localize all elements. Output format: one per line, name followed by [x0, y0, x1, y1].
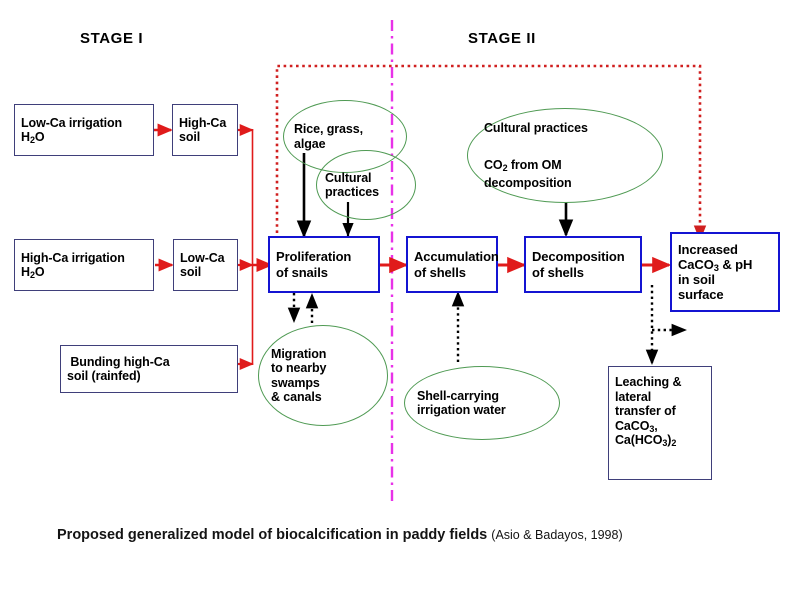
ellipse-cultural-practices-label: Cultural practices [325, 170, 379, 200]
box-high-ca-soil-label: High-Ca soil [179, 115, 227, 145]
box-high-ca-irrigation[interactable]: High-Ca irrigation H2O [14, 239, 154, 291]
box-high-ca-soil[interactable]: High-Ca soil [172, 104, 238, 156]
box-low-ca-irrigation[interactable]: Low-Ca irrigation H2O [14, 104, 154, 156]
box-leaching[interactable]: Leaching & lateral transfer of CaCO3, Ca… [608, 366, 712, 480]
box-bunding[interactable]: Bunding high-Ca soil (rainfed) [60, 345, 238, 393]
box-increased-caco3[interactable]: Increased CaCO3 & pH in soil surface [670, 232, 780, 312]
box-bunding-label: Bunding high-Ca soil (rainfed) [67, 354, 170, 384]
ellipse-cultural-co2-label: Cultural practices CO2 from OM decomposi… [484, 121, 588, 190]
box-increased-caco3-label: Increased CaCO3 & pH in soil surface [678, 241, 753, 303]
box-low-ca-soil-label: Low-Ca soil [180, 250, 225, 280]
ellipse-rice-label: Rice, grass, algae [294, 122, 363, 151]
ellipse-migration-label: Migration to nearby swamps & canals [271, 346, 327, 405]
box-low-ca-soil[interactable]: Low-Ca soil [173, 239, 238, 291]
box-leaching-label: Leaching & lateral transfer of CaCO3, Ca… [615, 375, 682, 448]
box-accumulation-of-shells[interactable]: Accumulation of shells [406, 236, 499, 293]
stage-label-i: STAGE I [80, 30, 144, 47]
figure-caption: Proposed generalized model of biocalcifi… [57, 524, 757, 546]
ellipse-cultural-practices-co2[interactable]: Cultural practices CO2 from OM decomposi… [467, 108, 663, 203]
caption-reference: (Asio & Badayos, 1998) [491, 528, 623, 542]
box-low-ca-irrigation-label: Low-Ca irrigation H2O [21, 115, 123, 146]
ellipse-migration[interactable]: Migration to nearby swamps & canals [258, 325, 388, 426]
ellipse-cultural-practices[interactable]: Cultural practices [316, 150, 416, 220]
box-proliferation-label: Proliferation of snails [276, 249, 352, 280]
stage-label-ii: STAGE II [468, 30, 536, 47]
ellipse-rice-grass-algae[interactable]: Rice, grass, algae [283, 100, 407, 173]
ellipse-shell-carrying[interactable]: Shell-carrying irrigation water [404, 366, 560, 440]
box-proliferation-of-snails[interactable]: Proliferation of snails [268, 236, 380, 293]
box-high-ca-irrigation-label: High-Ca irrigation H2O [21, 250, 125, 281]
caption-main: Proposed generalized model of biocalcifi… [57, 527, 488, 543]
ellipse-shell-carrying-label: Shell-carrying irrigation water [417, 388, 506, 418]
box-accumulation-label: Accumulation of shells [414, 249, 499, 280]
box-decomposition-label: Decomposition of shells [532, 249, 625, 280]
box-decomposition-of-shells[interactable]: Decomposition of shells [524, 236, 642, 293]
